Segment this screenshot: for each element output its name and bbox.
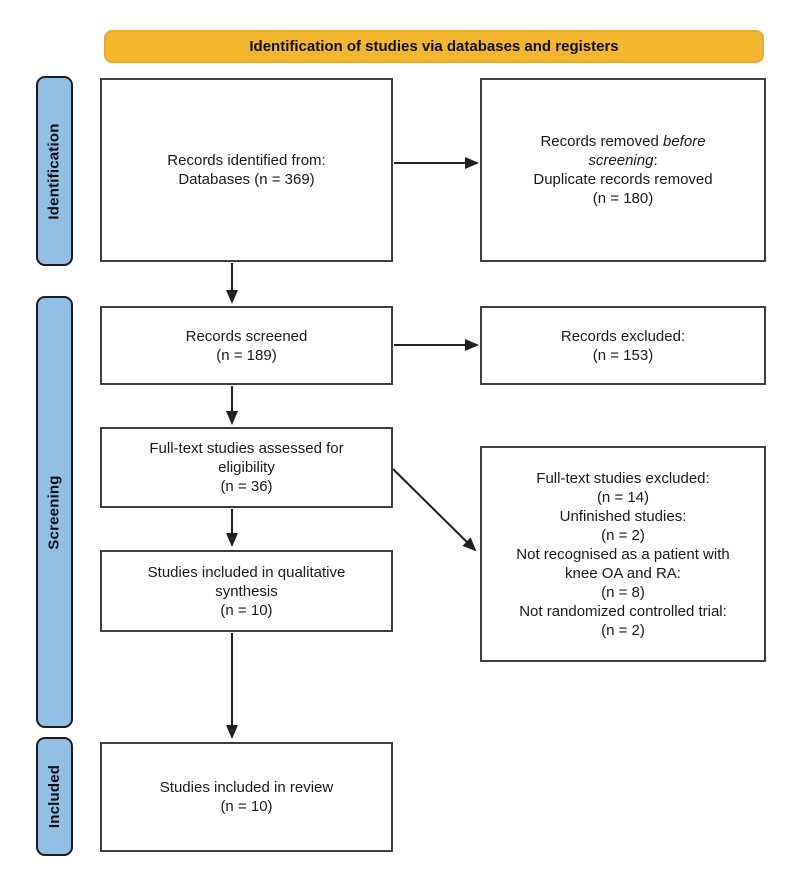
box-records-identified-text: Records identified from: Databases (n = … bbox=[167, 152, 326, 188]
stage-included-text: Included bbox=[46, 764, 63, 829]
box-included-review: Studies included in review (n = 10) bbox=[100, 742, 393, 852]
stage-screening-text: Screening bbox=[46, 474, 64, 550]
records-removed-pre: Records removed bbox=[540, 133, 663, 150]
box-qualitative-synthesis-text: Studies included in qualitative synthesi… bbox=[147, 563, 346, 619]
records-removed-post: : Duplicate records removed (n = 180) bbox=[533, 152, 713, 207]
box-fulltext-excluded-text: Full-text studies excluded: (n = 14) Unf… bbox=[516, 469, 730, 639]
box-records-excluded-text: Records excluded: (n = 153) bbox=[560, 327, 686, 364]
box-records-screened: Records screened (n = 189) bbox=[100, 306, 393, 385]
box-records-removed-before-screening: Records removed before screening: Duplic… bbox=[480, 78, 766, 262]
box-fulltext-excluded: Full-text studies excluded: (n = 14) Unf… bbox=[480, 446, 766, 662]
box-included-review-text: Studies included in review (n = 10) bbox=[159, 779, 334, 815]
stage-identification-text: Identification bbox=[46, 122, 64, 220]
box-records-screened-text: Records screened (n = 189) bbox=[185, 327, 308, 364]
stage-label-screening: Screening bbox=[36, 296, 73, 728]
stage-label-included: Included bbox=[36, 737, 73, 856]
box-qualitative-synthesis: Studies included in qualitative synthesi… bbox=[100, 550, 393, 632]
box-fulltext-assessed: Full-text studies assessed for eligibili… bbox=[100, 427, 393, 508]
banner-title: Identification of studies via databases … bbox=[249, 38, 619, 55]
records-removed-emphasis: before screening bbox=[588, 133, 706, 169]
arrow-fulltext-to-fulltext-excluded bbox=[392, 468, 477, 552]
stage-label-identification: Identification bbox=[36, 76, 73, 266]
box-records-identified: Records identified from: Databases (n = … bbox=[100, 78, 393, 262]
box-fulltext-assessed-text: Full-text studies assessed for eligibili… bbox=[149, 440, 344, 495]
box-records-removed-text: Records removed before screening: Duplic… bbox=[533, 132, 712, 208]
box-records-excluded: Records excluded: (n = 153) bbox=[480, 306, 766, 385]
banner-databases-registers: Identification of studies via databases … bbox=[104, 30, 764, 63]
